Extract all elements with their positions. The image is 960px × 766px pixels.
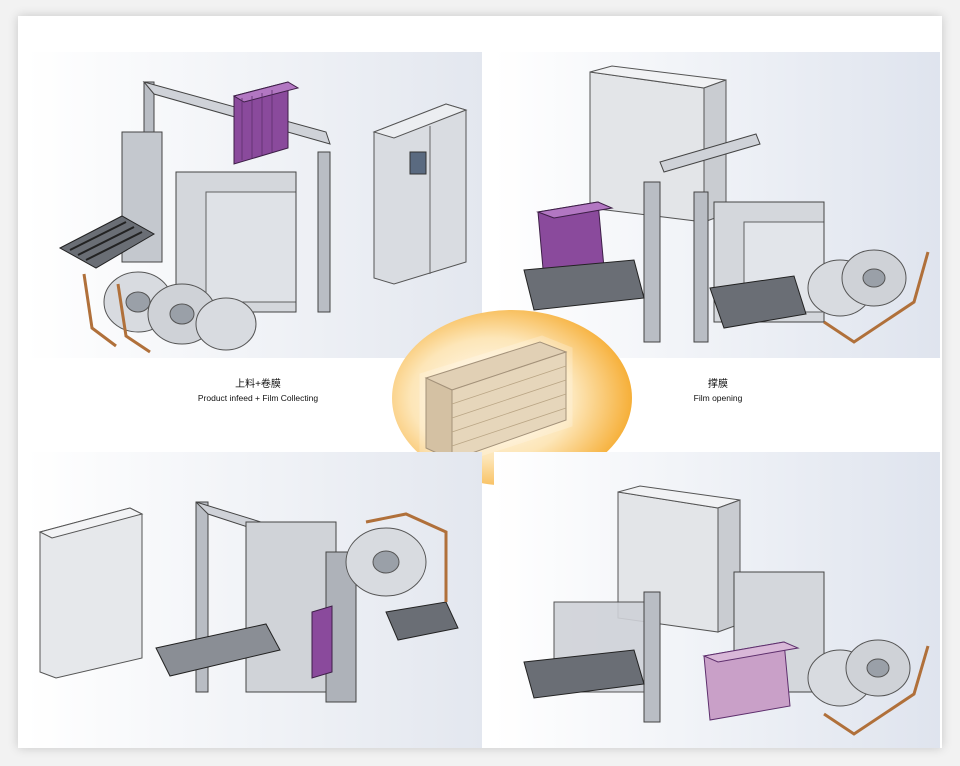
roller-conveyor (155, 601, 459, 677)
film-rolls (807, 249, 907, 317)
wrapped-product-bundle (419, 335, 573, 467)
roller-conveyor (523, 649, 645, 699)
film-rolls (345, 527, 427, 597)
panel-top-right-machine (494, 52, 940, 358)
panel-bottom-right-machine (494, 452, 940, 748)
roll-brackets (823, 645, 930, 736)
roll-brackets (365, 512, 448, 602)
roller-conveyor (58, 215, 156, 269)
caption-opening: 撑膜 Film opening (658, 378, 778, 404)
panel-bottom-left-machine (26, 452, 482, 748)
caption-opening-zh: 撑膜 (708, 379, 728, 390)
center-product-illustration (390, 308, 634, 488)
panel-top-left-machine (26, 52, 482, 358)
product-stack-purple (232, 81, 300, 165)
roller-conveyor (523, 259, 807, 329)
product-stack-purple (702, 641, 800, 721)
caption-opening-en: Film opening (693, 393, 743, 403)
caption-infeed-zh: 上料+卷膜 (235, 379, 281, 390)
film-rolls (103, 271, 257, 351)
roll-brackets (823, 251, 930, 344)
diagram-card: 上料+卷膜 Product infeed + Film Collecting 撑… (18, 16, 942, 748)
control-cabinet (372, 103, 468, 285)
roll-brackets (82, 273, 151, 354)
caption-infeed-en: Product infeed + Film Collecting (197, 393, 319, 403)
control-cabinet (38, 507, 144, 679)
product-stack-purple (311, 605, 333, 679)
caption-infeed: 上料+卷膜 Product infeed + Film Collecting (168, 378, 348, 404)
film-rolls (807, 639, 911, 707)
machine-frame (195, 501, 357, 703)
